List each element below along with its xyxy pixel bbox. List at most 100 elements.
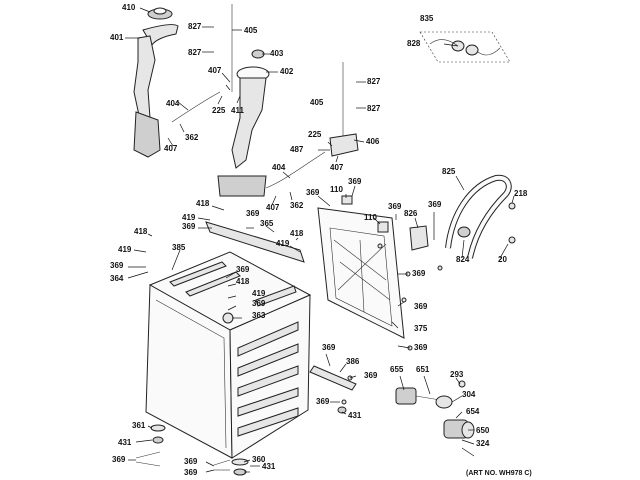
part-401-hose: [133, 24, 179, 158]
callout-369[interactable]: 369: [388, 202, 402, 211]
callout-293[interactable]: 293: [450, 370, 464, 379]
callout-369[interactable]: 369: [110, 261, 124, 270]
part-110-clip-a: [341, 195, 353, 205]
part-361-foot: [150, 424, 166, 444]
callout-369[interactable]: 369: [236, 265, 250, 274]
callout-825[interactable]: 825: [442, 167, 456, 176]
callout-404[interactable]: 404: [166, 99, 180, 108]
callout-365[interactable]: 365: [260, 219, 274, 228]
callout-419[interactable]: 419: [182, 213, 196, 222]
callout-404[interactable]: 404: [272, 163, 286, 172]
callout-225[interactable]: 225: [212, 106, 226, 115]
callout-405[interactable]: 405: [244, 26, 258, 35]
part-365-top-rail: [205, 221, 305, 263]
callout-418[interactable]: 418: [236, 277, 250, 286]
part-431-leveling-foot: [337, 406, 347, 414]
callout-304[interactable]: 304: [462, 390, 476, 399]
callout-418[interactable]: 418: [290, 229, 304, 238]
callout-369[interactable]: 369: [348, 177, 362, 186]
callout-650[interactable]: 650: [476, 426, 490, 435]
callout-826[interactable]: 826: [404, 209, 418, 218]
part-386-bottom-rail: [309, 365, 357, 391]
callout-375[interactable]: 375: [414, 324, 428, 333]
callout-20[interactable]: 20: [498, 255, 507, 264]
callout-369[interactable]: 369: [246, 209, 260, 218]
part-cabinet: [145, 251, 312, 459]
callout-218[interactable]: 218: [514, 189, 528, 198]
callout-418[interactable]: 418: [196, 199, 210, 208]
callout-431[interactable]: 431: [118, 438, 132, 447]
art-number: (ART NO. WH978 C): [466, 470, 532, 477]
callout-405[interactable]: 405: [310, 98, 324, 107]
callout-364[interactable]: 364: [110, 274, 124, 283]
callout-827[interactable]: 827: [188, 22, 202, 31]
part-110-clip-b: [377, 221, 389, 233]
callout-369[interactable]: 369: [306, 188, 320, 197]
callout-369[interactable]: 369: [184, 457, 198, 466]
callout-418[interactable]: 418: [134, 227, 148, 236]
callout-419[interactable]: 419: [252, 289, 266, 298]
callout-835[interactable]: 835: [420, 14, 434, 23]
callout-419[interactable]: 419: [276, 239, 290, 248]
callout-407[interactable]: 407: [208, 66, 222, 75]
callout-369[interactable]: 369: [112, 455, 126, 464]
part-375-rear-panel: [317, 207, 405, 339]
callout-225[interactable]: 225: [308, 130, 322, 139]
callout-362[interactable]: 362: [185, 133, 199, 142]
callout-431[interactable]: 431: [262, 462, 276, 471]
callout-369[interactable]: 369: [364, 371, 378, 380]
callout-369[interactable]: 369: [428, 200, 442, 209]
callout-401[interactable]: 401: [110, 33, 124, 42]
callout-369[interactable]: 369: [412, 269, 426, 278]
callout-419[interactable]: 419: [118, 245, 132, 254]
callout-827[interactable]: 827: [367, 104, 381, 113]
callout-360[interactable]: 360: [252, 455, 266, 464]
callout-487[interactable]: 487: [290, 145, 304, 154]
callout-827[interactable]: 827: [367, 77, 381, 86]
callout-407[interactable]: 407: [330, 163, 344, 172]
callout-363[interactable]: 363: [252, 311, 266, 320]
callout-655[interactable]: 655: [390, 365, 404, 374]
callout-369[interactable]: 369: [182, 222, 196, 231]
callout-651[interactable]: 651: [416, 365, 430, 374]
callout-411[interactable]: 411: [231, 106, 244, 115]
callout-385[interactable]: 385: [172, 243, 186, 252]
callout-410[interactable]: 410: [122, 3, 136, 12]
part-655-pump: [395, 387, 453, 409]
part-218-clamp: [508, 202, 516, 210]
callout-431[interactable]: 431: [348, 411, 362, 420]
callout-369[interactable]: 369: [414, 302, 428, 311]
callout-827[interactable]: 827: [188, 48, 202, 57]
callout-654[interactable]: 654: [466, 407, 480, 416]
callout-369[interactable]: 369: [184, 468, 198, 477]
part-293-clamp: [458, 380, 466, 388]
callout-407[interactable]: 407: [164, 144, 178, 153]
part-826-receptacle: [409, 225, 429, 251]
part-410-cap: [147, 7, 173, 20]
callout-369[interactable]: 369: [322, 343, 336, 352]
callout-824[interactable]: 824: [456, 255, 470, 264]
callout-403[interactable]: 403: [270, 49, 284, 58]
callout-362[interactable]: 362: [290, 201, 304, 210]
part-406-valve: [329, 133, 359, 157]
callout-110[interactable]: 110: [330, 185, 343, 194]
callout-407[interactable]: 407: [266, 203, 280, 212]
part-404-tube-right: [265, 151, 326, 189]
callout-386[interactable]: 386: [346, 357, 360, 366]
callout-324[interactable]: 324: [476, 439, 490, 448]
part-835-inlet-kit: [419, 31, 511, 63]
part-650-pump-motor: [443, 419, 475, 439]
callout-369[interactable]: 369: [414, 343, 428, 352]
callout-110[interactable]: 110: [364, 213, 377, 222]
callout-361[interactable]: 361: [132, 421, 146, 430]
callout-369[interactable]: 369: [252, 299, 266, 308]
callout-369[interactable]: 369: [316, 397, 330, 406]
callout-402[interactable]: 402: [280, 67, 294, 76]
part-825-drain-hose: [445, 174, 512, 259]
part-20-clamp: [508, 236, 516, 244]
callout-406[interactable]: 406: [366, 137, 380, 146]
part-360-foot: [231, 458, 249, 476]
leader-lines: [125, 7, 515, 473]
callout-828[interactable]: 828: [407, 39, 421, 48]
